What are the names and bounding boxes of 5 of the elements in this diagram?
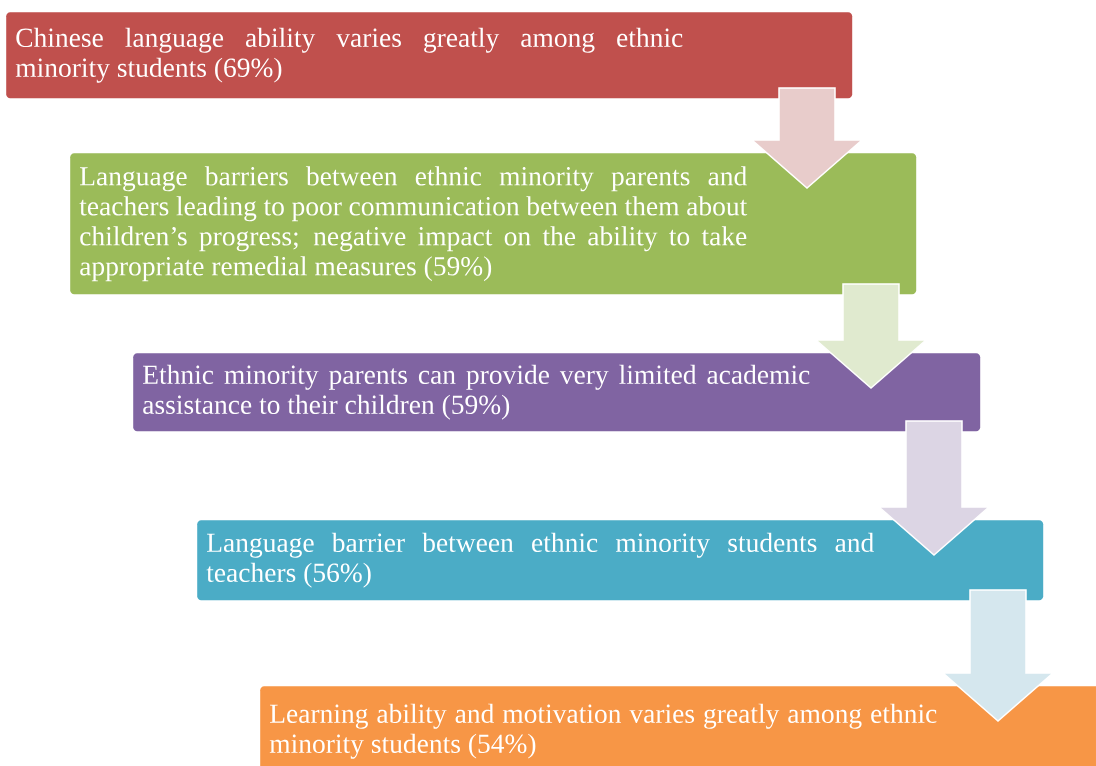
text-box: Learning ability and motivation varies greatly among ethnic minority students (54%)	[260, 686, 1096, 766]
text-box: Chinese language ability varies greatly among ethnic minority students (69%)	[6, 12, 853, 99]
text-box: Language barriers between ethnic minority parents and teachers leading to poor communication between them about children’s progress; negative impact on the ability to take appropriate remedial measures (59%)	[70, 153, 917, 295]
text-box: Ethnic minority parents can provide very limited academic assistance to their children (59%)	[133, 353, 981, 432]
text-box: Language barrier between ethnic minority students and teachers (56%)	[197, 520, 1044, 601]
